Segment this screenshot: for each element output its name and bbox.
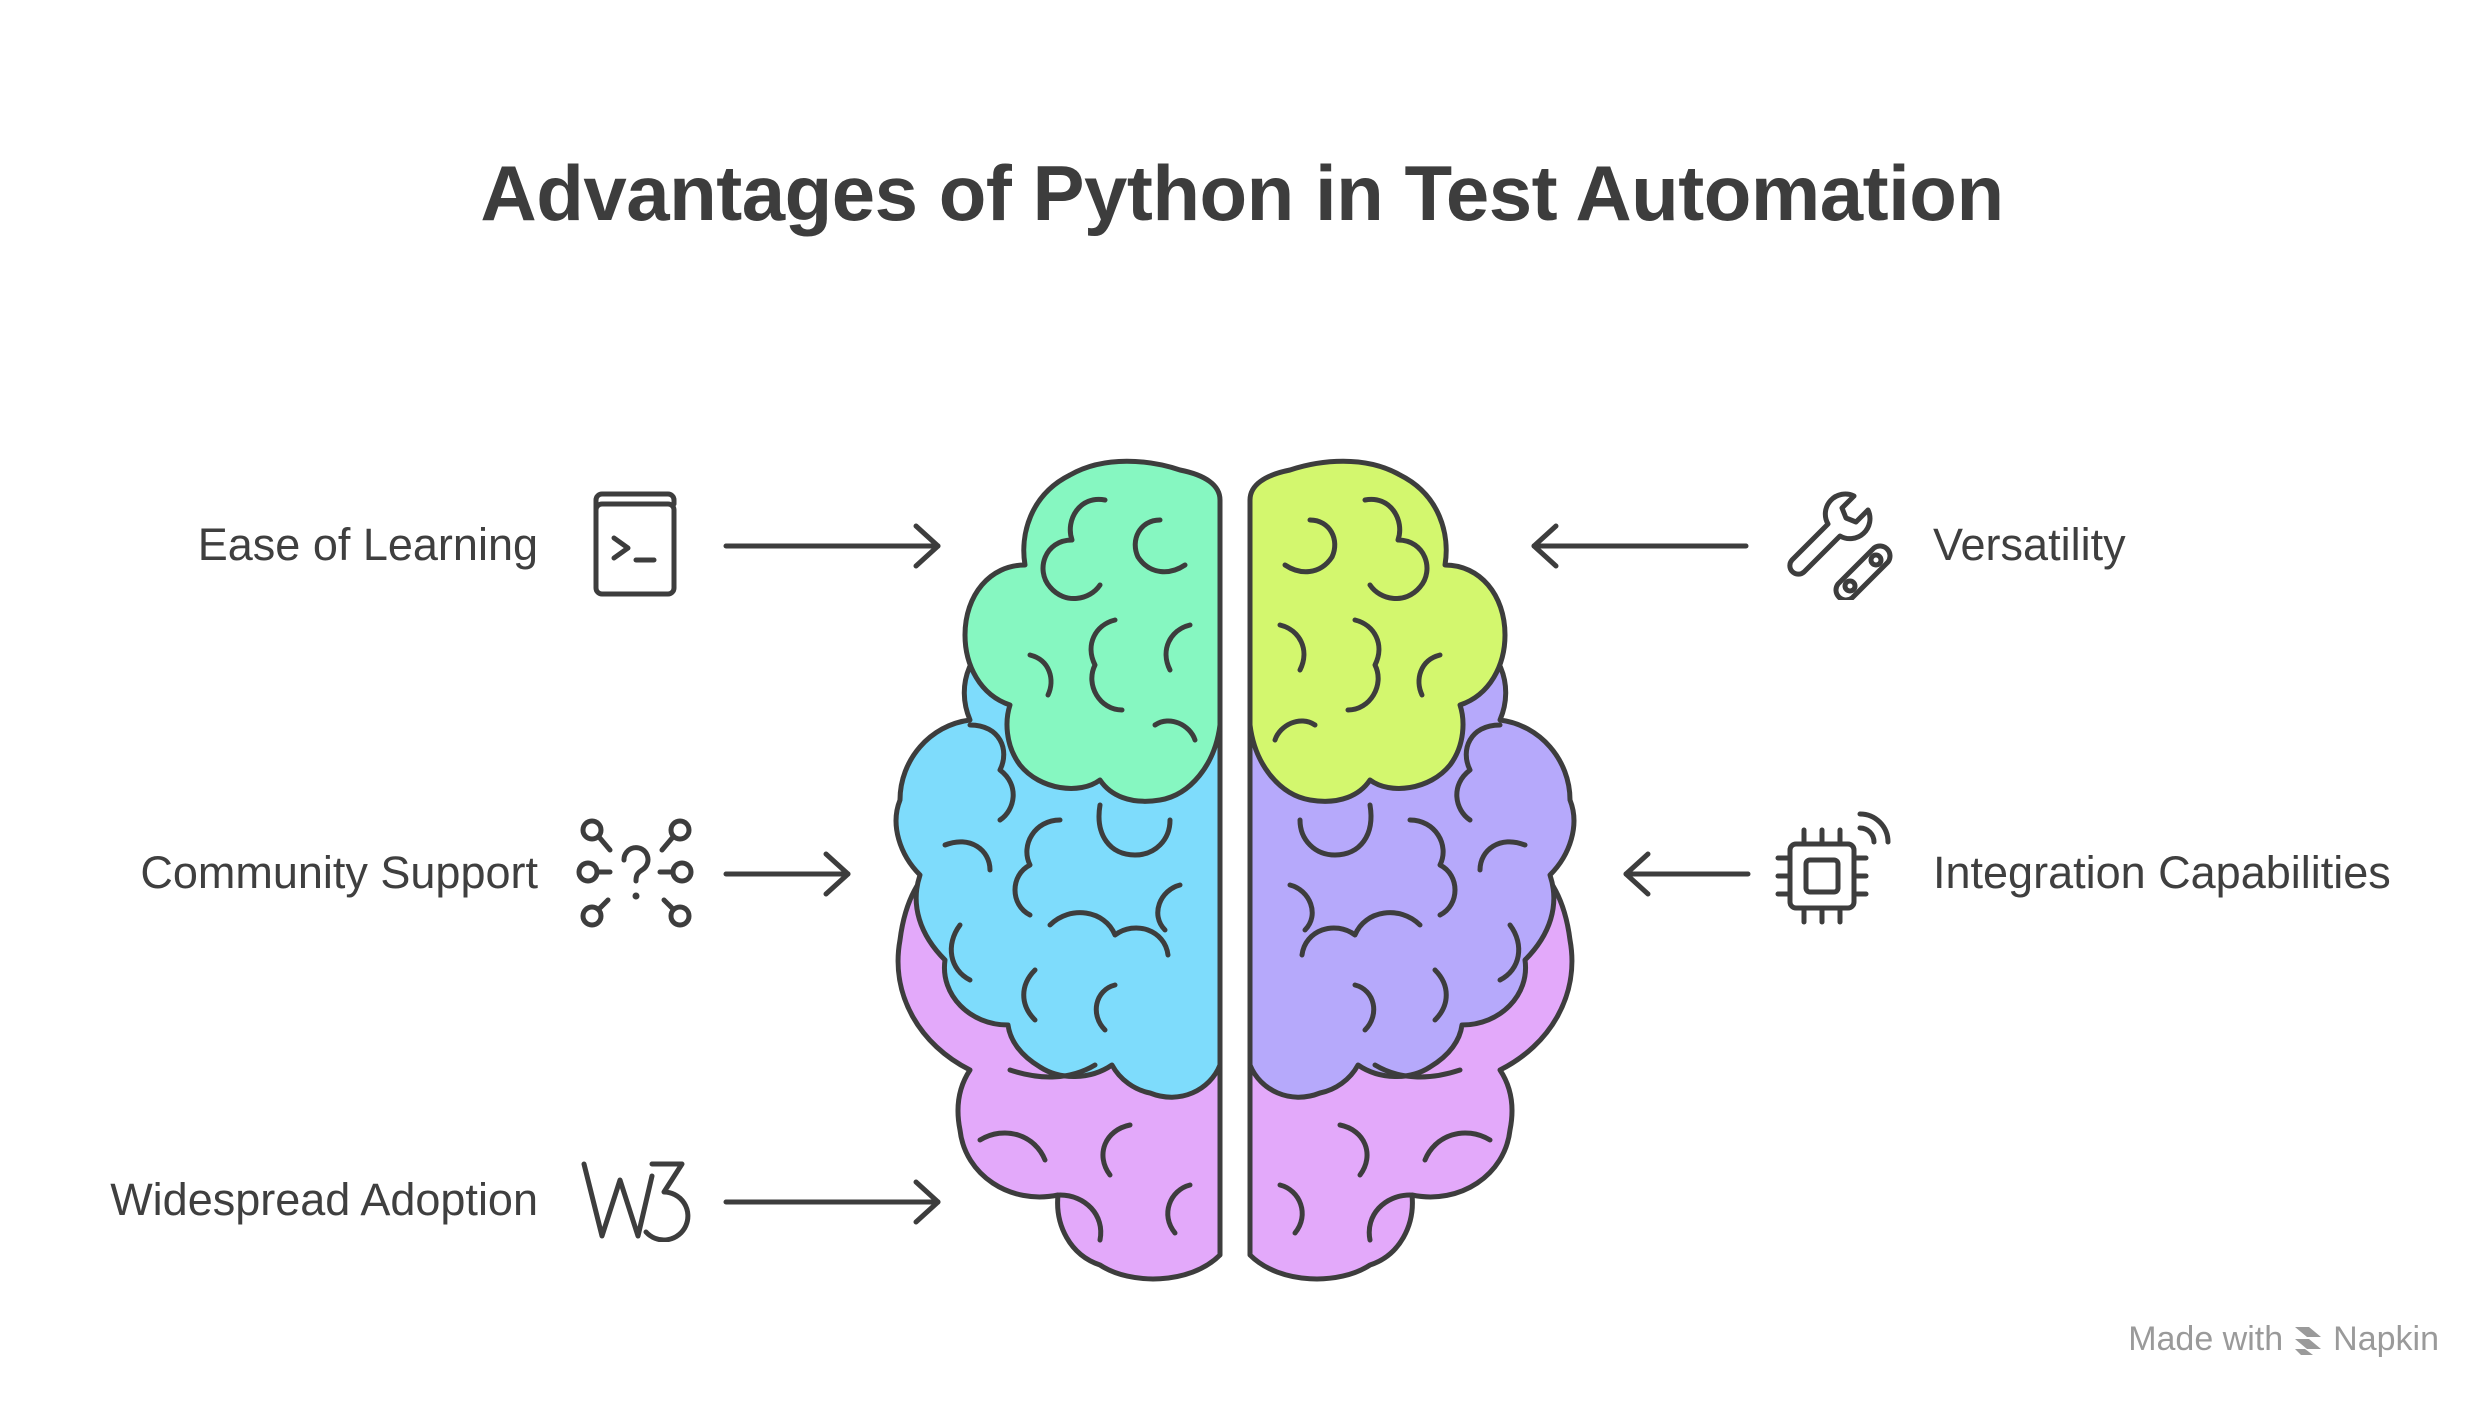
brain-lobe-right-top [1247, 458, 1508, 804]
label-community-support: Community Support [140, 847, 538, 898]
napkin-logo-icon [2295, 1326, 2322, 1355]
brain-lobe-left-top [962, 458, 1223, 804]
wrench-tools-icon [1787, 491, 1893, 600]
label-widespread-adoption: Widespread Adoption [110, 1174, 538, 1225]
network-question-icon [576, 818, 694, 928]
arrow-community-support [723, 851, 851, 897]
page-title: Advantages of Python in Test Automation [480, 149, 2004, 237]
terminal-book-icon [593, 491, 677, 597]
arrow-widespread-adoption [723, 1179, 941, 1225]
brain-illustration [893, 458, 1577, 1282]
arrow-versatility [1531, 523, 1749, 569]
label-integration-capabilities: Integration Capabilities [1933, 847, 2391, 898]
watermark-brand: Napkin [2333, 1320, 2439, 1358]
arrow-ease-of-learning [723, 523, 941, 569]
arrow-integration-capabilities [1623, 851, 1751, 897]
label-versatility: Versatility [1933, 519, 2126, 570]
watermark-prefix: Made with [2128, 1320, 2284, 1358]
watermark: Made with Napkin [2128, 1320, 2439, 1359]
label-ease-of-learning: Ease of Learning [197, 519, 538, 570]
wireless-chip-icon [1775, 811, 1891, 925]
w3-logo-icon [581, 1161, 691, 1242]
